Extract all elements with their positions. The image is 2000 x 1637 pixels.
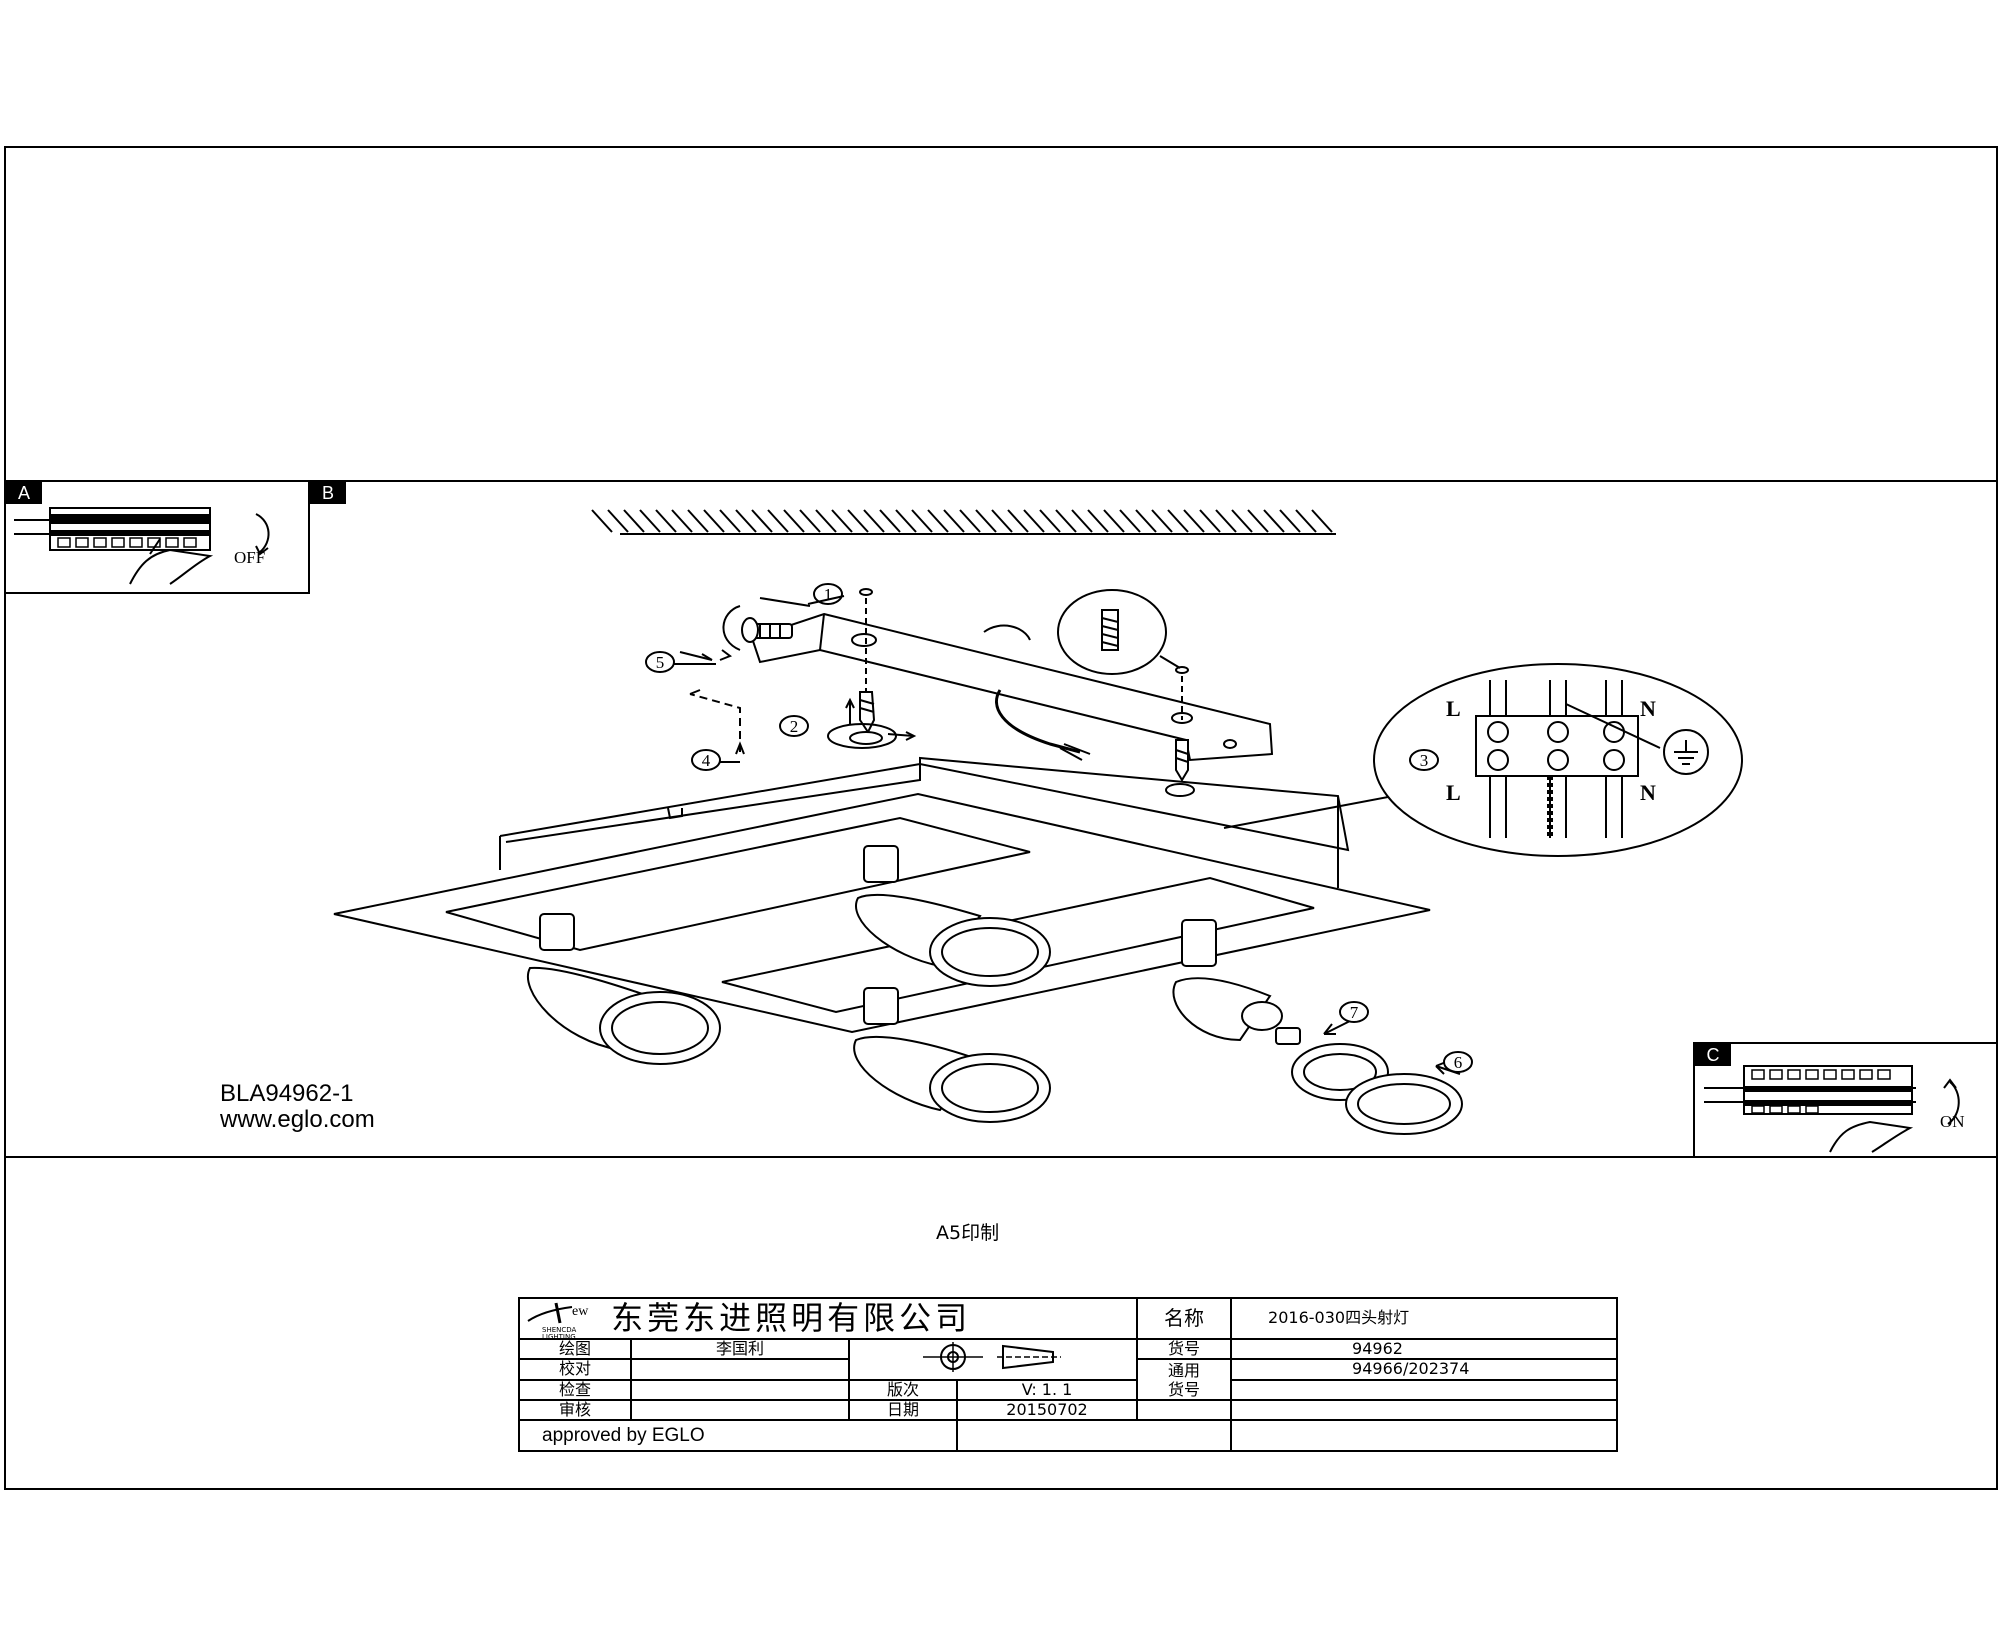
mounting-bracket <box>750 612 1274 762</box>
step-5-label: 5 <box>656 653 665 672</box>
title-block: ew SHENCDA LIGHTING 东莞东进照明有限公司 名称 2016-0… <box>517 1297 1619 1452</box>
ceiling-hatch <box>591 509 1336 535</box>
empty-cell-b <box>1230 1398 1619 1422</box>
front-ring <box>1345 1073 1463 1135</box>
panel-c-tag: C <box>1695 1044 1731 1066</box>
side-screw <box>741 617 793 643</box>
common-value-2 <box>1230 1378 1619 1401</box>
website-url: www.eglo.com <box>220 1106 375 1133</box>
step-6-label: 6 <box>1454 1053 1463 1072</box>
company-logo: ew SHENCDA LIGHTING <box>526 1301 606 1339</box>
date-value: 20150702 <box>955 1398 1139 1422</box>
logo-sub-2: LIGHTING <box>542 1333 576 1339</box>
spotlight-1 <box>527 913 721 1065</box>
version-label: 版次 <box>848 1378 958 1401</box>
item-no-label: 货号 <box>1136 1337 1233 1361</box>
common-value: 94966/202374 <box>1230 1358 1619 1381</box>
panel-b-tag: B <box>310 482 346 504</box>
spotlight-2 <box>855 845 1051 987</box>
empty-cell-d <box>1230 1419 1619 1452</box>
step-2-label: 2 <box>790 717 799 736</box>
review-value <box>630 1398 850 1422</box>
company-cell: ew SHENCDA LIGHTING 东莞东进照明有限公司 <box>517 1297 1139 1340</box>
name-label: 名称 <box>1136 1297 1233 1340</box>
company-name: 东莞东进照明有限公司 <box>611 1299 972 1338</box>
sheet-frame <box>4 146 1998 1490</box>
spotlight-4 <box>1172 919 1283 1042</box>
step-4-label: 4 <box>702 751 711 770</box>
inspect-label: 检查 <box>518 1378 632 1401</box>
step-circles <box>645 583 1473 1073</box>
step-1-label: 1 <box>824 585 833 604</box>
common-label-1: 通用 <box>1168 1360 1201 1380</box>
step-7-label: 7 <box>1350 1003 1359 1022</box>
drawn-value: 李国利 <box>630 1337 850 1361</box>
mounting-screw-1 <box>827 691 897 749</box>
projection-symbol-icon <box>923 1342 1062 1373</box>
empty-cell-c <box>955 1419 1233 1452</box>
projection-symbol-cell <box>847 1337 1139 1381</box>
on-label: ON <box>1940 1112 1965 1131</box>
section-divider-top <box>4 480 1998 482</box>
step-3-label: 3 <box>1420 751 1429 770</box>
product-code: BLA94962-1 <box>220 1080 354 1107</box>
version-value: V: 1. 1 <box>955 1378 1139 1401</box>
item-no-value: 94962 <box>1230 1337 1619 1361</box>
off-label: OFF <box>234 548 266 567</box>
common-label-2: 货号 <box>1168 1379 1201 1399</box>
checked-value <box>630 1358 850 1381</box>
checked-label: 校对 <box>518 1358 632 1381</box>
print-note: A5印制 <box>936 1222 1000 1244</box>
wire-l-bottom: L <box>1446 780 1461 805</box>
review-label: 审核 <box>518 1398 632 1422</box>
terminal-off-illustration <box>14 507 270 585</box>
section-divider-bottom <box>4 1156 1998 1158</box>
wall-plug-detail <box>1057 589 1181 675</box>
approved-cell: approved by EGLO <box>518 1419 958 1452</box>
empty-cell-a <box>1136 1398 1233 1422</box>
wire-n-bottom: N <box>1640 780 1656 805</box>
logo-text: ew <box>572 1304 589 1320</box>
drawn-label: 绘图 <box>518 1337 632 1361</box>
date-label: 日期 <box>848 1398 958 1422</box>
inspect-value <box>630 1378 850 1401</box>
name-value: 2016-030四头射灯 <box>1230 1297 1619 1340</box>
terminal-on-illustration <box>1704 1065 1960 1153</box>
spotlight-3 <box>853 987 1051 1123</box>
wire-l-top: L <box>1446 696 1461 721</box>
wire-n-top: N <box>1640 696 1656 721</box>
common-item-label: 通用 货号 <box>1136 1358 1233 1401</box>
wiring-detail <box>1373 663 1743 857</box>
panel-a-tag: A <box>6 482 42 504</box>
logo-sub-1: SHENCDA <box>542 1326 577 1335</box>
mounting-screw-2 <box>1165 739 1195 797</box>
